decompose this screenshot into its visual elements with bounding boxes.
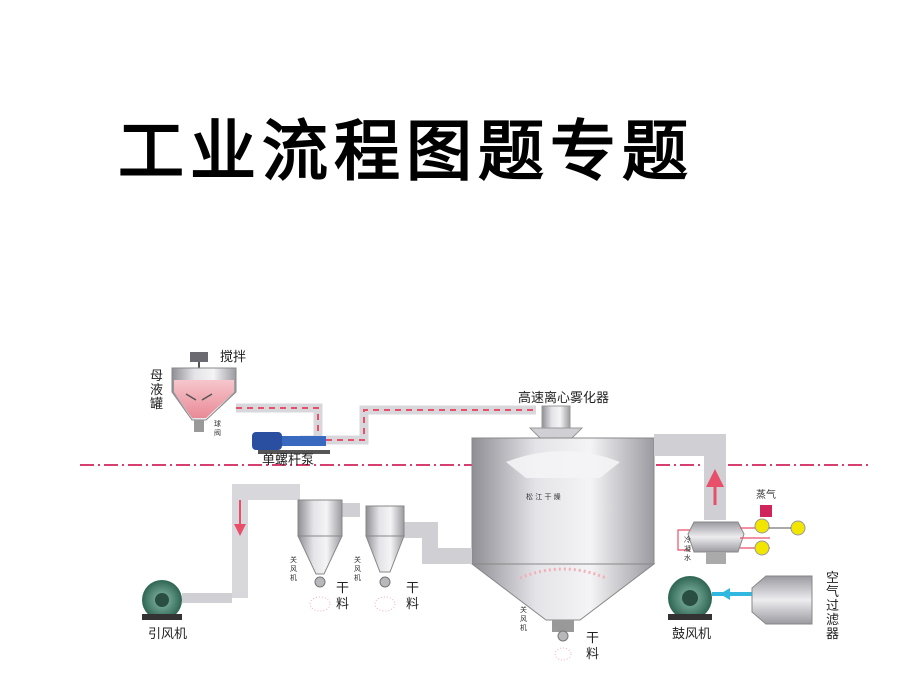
svg-text:干: 干 [406, 581, 419, 596]
svg-text:冷: 冷 [684, 535, 691, 544]
blower [668, 576, 752, 620]
svg-text:机: 机 [354, 573, 361, 582]
svg-text:干: 干 [336, 581, 349, 596]
steam-label: 蒸气 [756, 488, 776, 501]
svg-text:料: 料 [586, 647, 599, 662]
svg-text:干: 干 [586, 631, 599, 646]
cyclone-1-air-shutoff-label: 关 风 机 [290, 555, 297, 582]
svg-text:空: 空 [826, 571, 839, 586]
slide-title: 工业流程图题专题 [118, 113, 694, 190]
svg-text:水: 水 [684, 553, 691, 562]
induced-fan [142, 580, 232, 620]
tower-air-shutoff-label: 关 风 机 [520, 605, 527, 632]
blower-label: 鼓风机 [672, 627, 711, 642]
svg-text:凝: 凝 [684, 544, 691, 553]
air-filter [751, 575, 813, 625]
svg-text:阀: 阀 [214, 428, 221, 437]
cyclone-2 [365, 505, 405, 612]
svg-text:气: 气 [826, 584, 839, 600]
svg-text:关: 关 [290, 555, 297, 564]
screw-pump-label: 单螺杆泵 [262, 453, 314, 468]
atomizer [528, 405, 584, 441]
heater [677, 505, 806, 564]
svg-text:过: 过 [826, 599, 839, 614]
tower-dry-material-label: 干 料 [586, 631, 599, 662]
exhaust-duct [232, 484, 472, 598]
screw-pump [252, 432, 330, 454]
svg-text:风: 风 [520, 615, 527, 623]
svg-text:风: 风 [354, 565, 361, 573]
svg-text:滤: 滤 [826, 613, 839, 628]
valve-note: 球 阀 [214, 419, 221, 437]
svg-text:器: 器 [826, 627, 839, 642]
cyclone-2-dry-material-label: 干 料 [406, 581, 419, 612]
svg-text:关: 关 [354, 555, 361, 564]
drying-tower [470, 437, 656, 661]
svg-text:机: 机 [290, 573, 297, 582]
svg-text:母: 母 [150, 369, 163, 384]
cyclone-1-dry-material-label: 干 料 [336, 581, 349, 612]
cyclone-2-air-shutoff-label: 关 风 机 [354, 555, 361, 582]
svg-text:机: 机 [520, 623, 527, 632]
cyclone-1 [297, 499, 343, 612]
tower-logo: 松 江 干 燥 [526, 492, 561, 501]
hot-air-duct [654, 434, 726, 520]
mother-liquor-tank [171, 352, 237, 432]
svg-text:料: 料 [336, 597, 349, 612]
svg-text:料: 料 [406, 597, 419, 612]
induced-fan-label: 引风机 [148, 627, 187, 642]
mother-liquor-tank-label: 母 液 罐 [150, 369, 163, 412]
svg-text:球: 球 [214, 419, 221, 428]
svg-text:液: 液 [150, 383, 163, 398]
svg-text:关: 关 [520, 605, 527, 614]
stirrer-label: 搅拌 [220, 349, 246, 365]
cooling-water-label: 冷 凝 水 [684, 535, 691, 562]
air-filter-label: 空 气 过 滤 器 [826, 571, 839, 642]
svg-text:罐: 罐 [150, 397, 163, 412]
svg-text:风: 风 [290, 565, 297, 573]
atomizer-label: 高速离心雾化器 [518, 390, 609, 406]
